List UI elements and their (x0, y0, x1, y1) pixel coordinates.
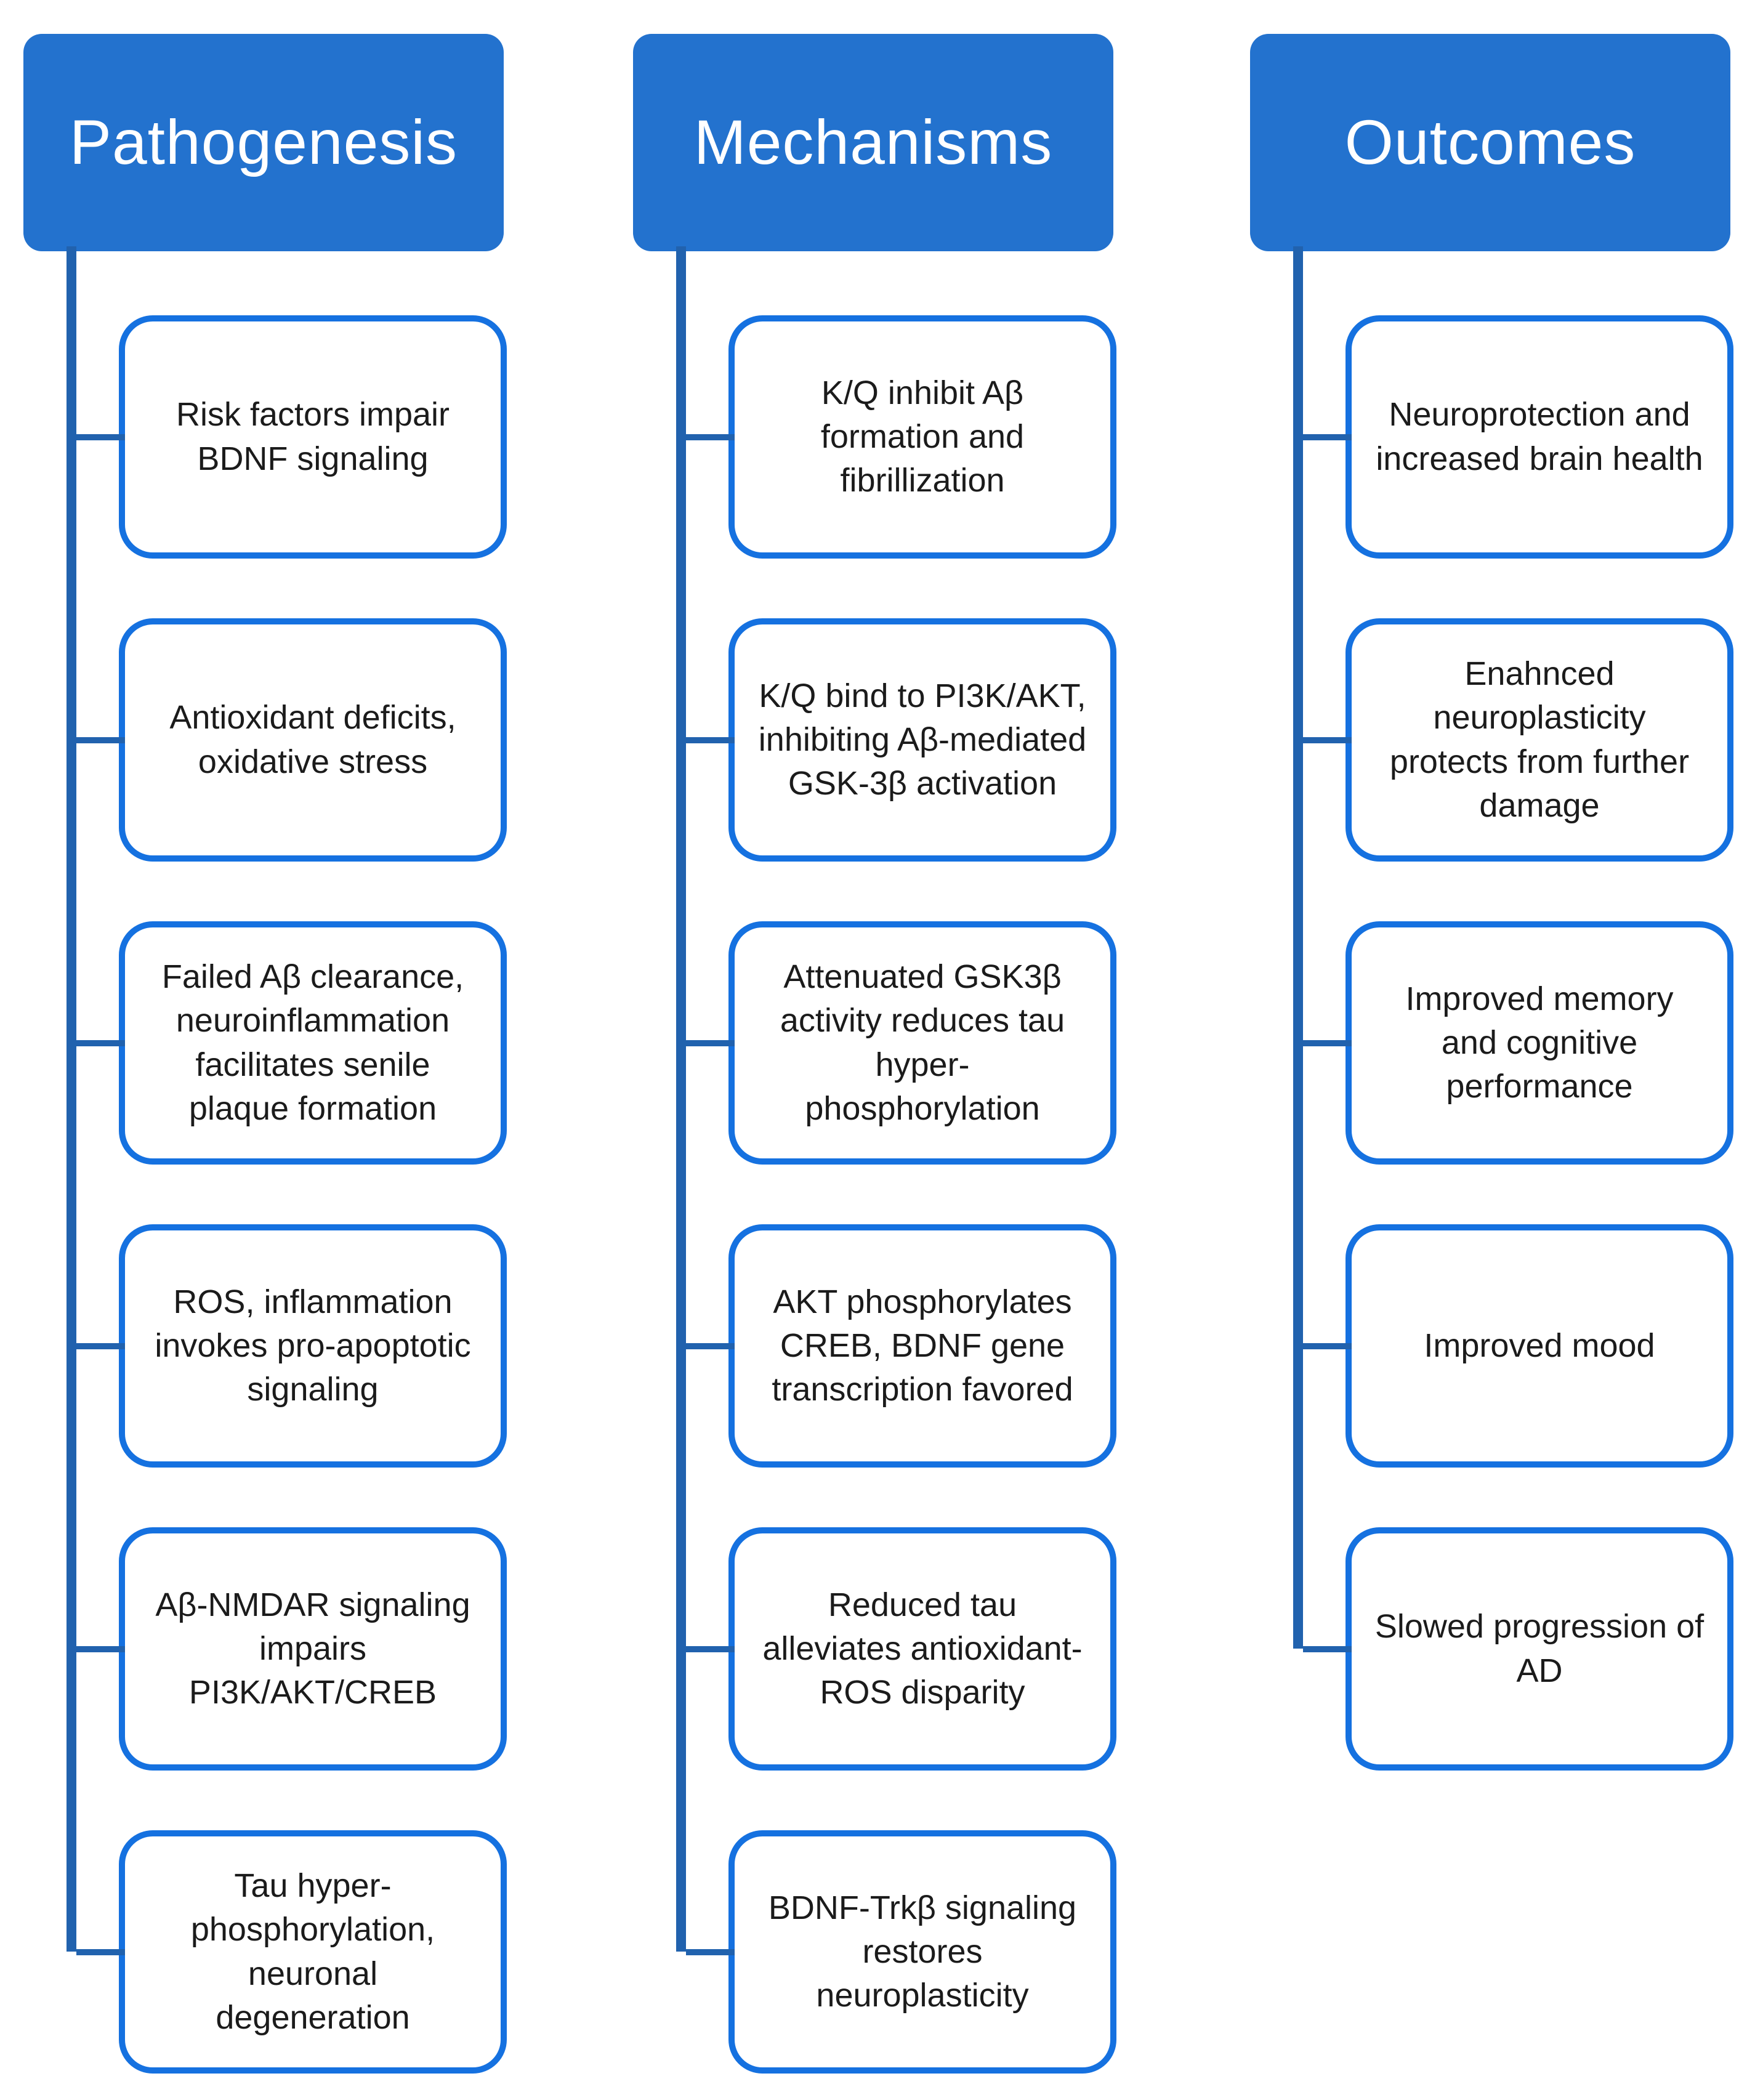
connector-line (1293, 246, 1303, 1649)
outcomes-item: Slowed progression of AD (1303, 1527, 1733, 1771)
column-pathogenesis: Pathogenesis Risk factors impair BDNF si… (23, 0, 516, 2100)
pathogenesis-item: Antioxidant deficits, oxidative stress (76, 618, 507, 862)
outcomes-item: Enahnced neuroplasticity protects from f… (1303, 618, 1733, 862)
mechanisms-item: BDNF-Trkβ signaling restores neuroplasti… (686, 1830, 1116, 2074)
connector-line (67, 246, 76, 1952)
mechanisms-item: K/Q inhibit Aβ formation and fibrillizat… (686, 315, 1116, 559)
pathogenesis-item: Tau hyper-phosphorylation, neuronal dege… (76, 1830, 507, 2074)
column-mechanisms: Mechanisms K/Q inhibit Aβ formation and … (633, 0, 1126, 2100)
outcomes-item: Improved memory and cognitive performanc… (1303, 921, 1733, 1165)
pathogenesis-item: Failed Aβ clearance, neuroinflammation f… (76, 921, 507, 1165)
pathogenesis-item: ROS, inflammation invokes pro-apoptotic … (76, 1224, 507, 1468)
outcomes-item: Improved mood (1303, 1224, 1733, 1468)
pathogenesis-item: Risk factors impair BDNF signaling (76, 315, 507, 559)
mechanisms-item: K/Q bind to PI3K/AKT, inhibiting Aβ-medi… (686, 618, 1116, 862)
pathogenesis-header: Pathogenesis (23, 34, 504, 251)
mechanisms-item: AKT phosphorylates CREB, BDNF gene trans… (686, 1224, 1116, 1468)
column-outcomes: Outcomes Neuroprotection and increased b… (1250, 0, 1743, 2100)
outcomes-item: Neuroprotection and increased brain heal… (1303, 315, 1733, 559)
outcomes-header: Outcomes (1250, 34, 1730, 251)
connector-line (676, 246, 686, 1952)
mechanisms-item: Attenuated GSK3β activity reduces tau hy… (686, 921, 1116, 1165)
mechanisms-item: Reduced tau alleviates antioxidant-ROS d… (686, 1527, 1116, 1771)
pathogenesis-item: Aβ-NMDAR signaling impairs PI3K/AKT/CREB (76, 1527, 507, 1771)
mechanisms-header: Mechanisms (633, 34, 1113, 251)
